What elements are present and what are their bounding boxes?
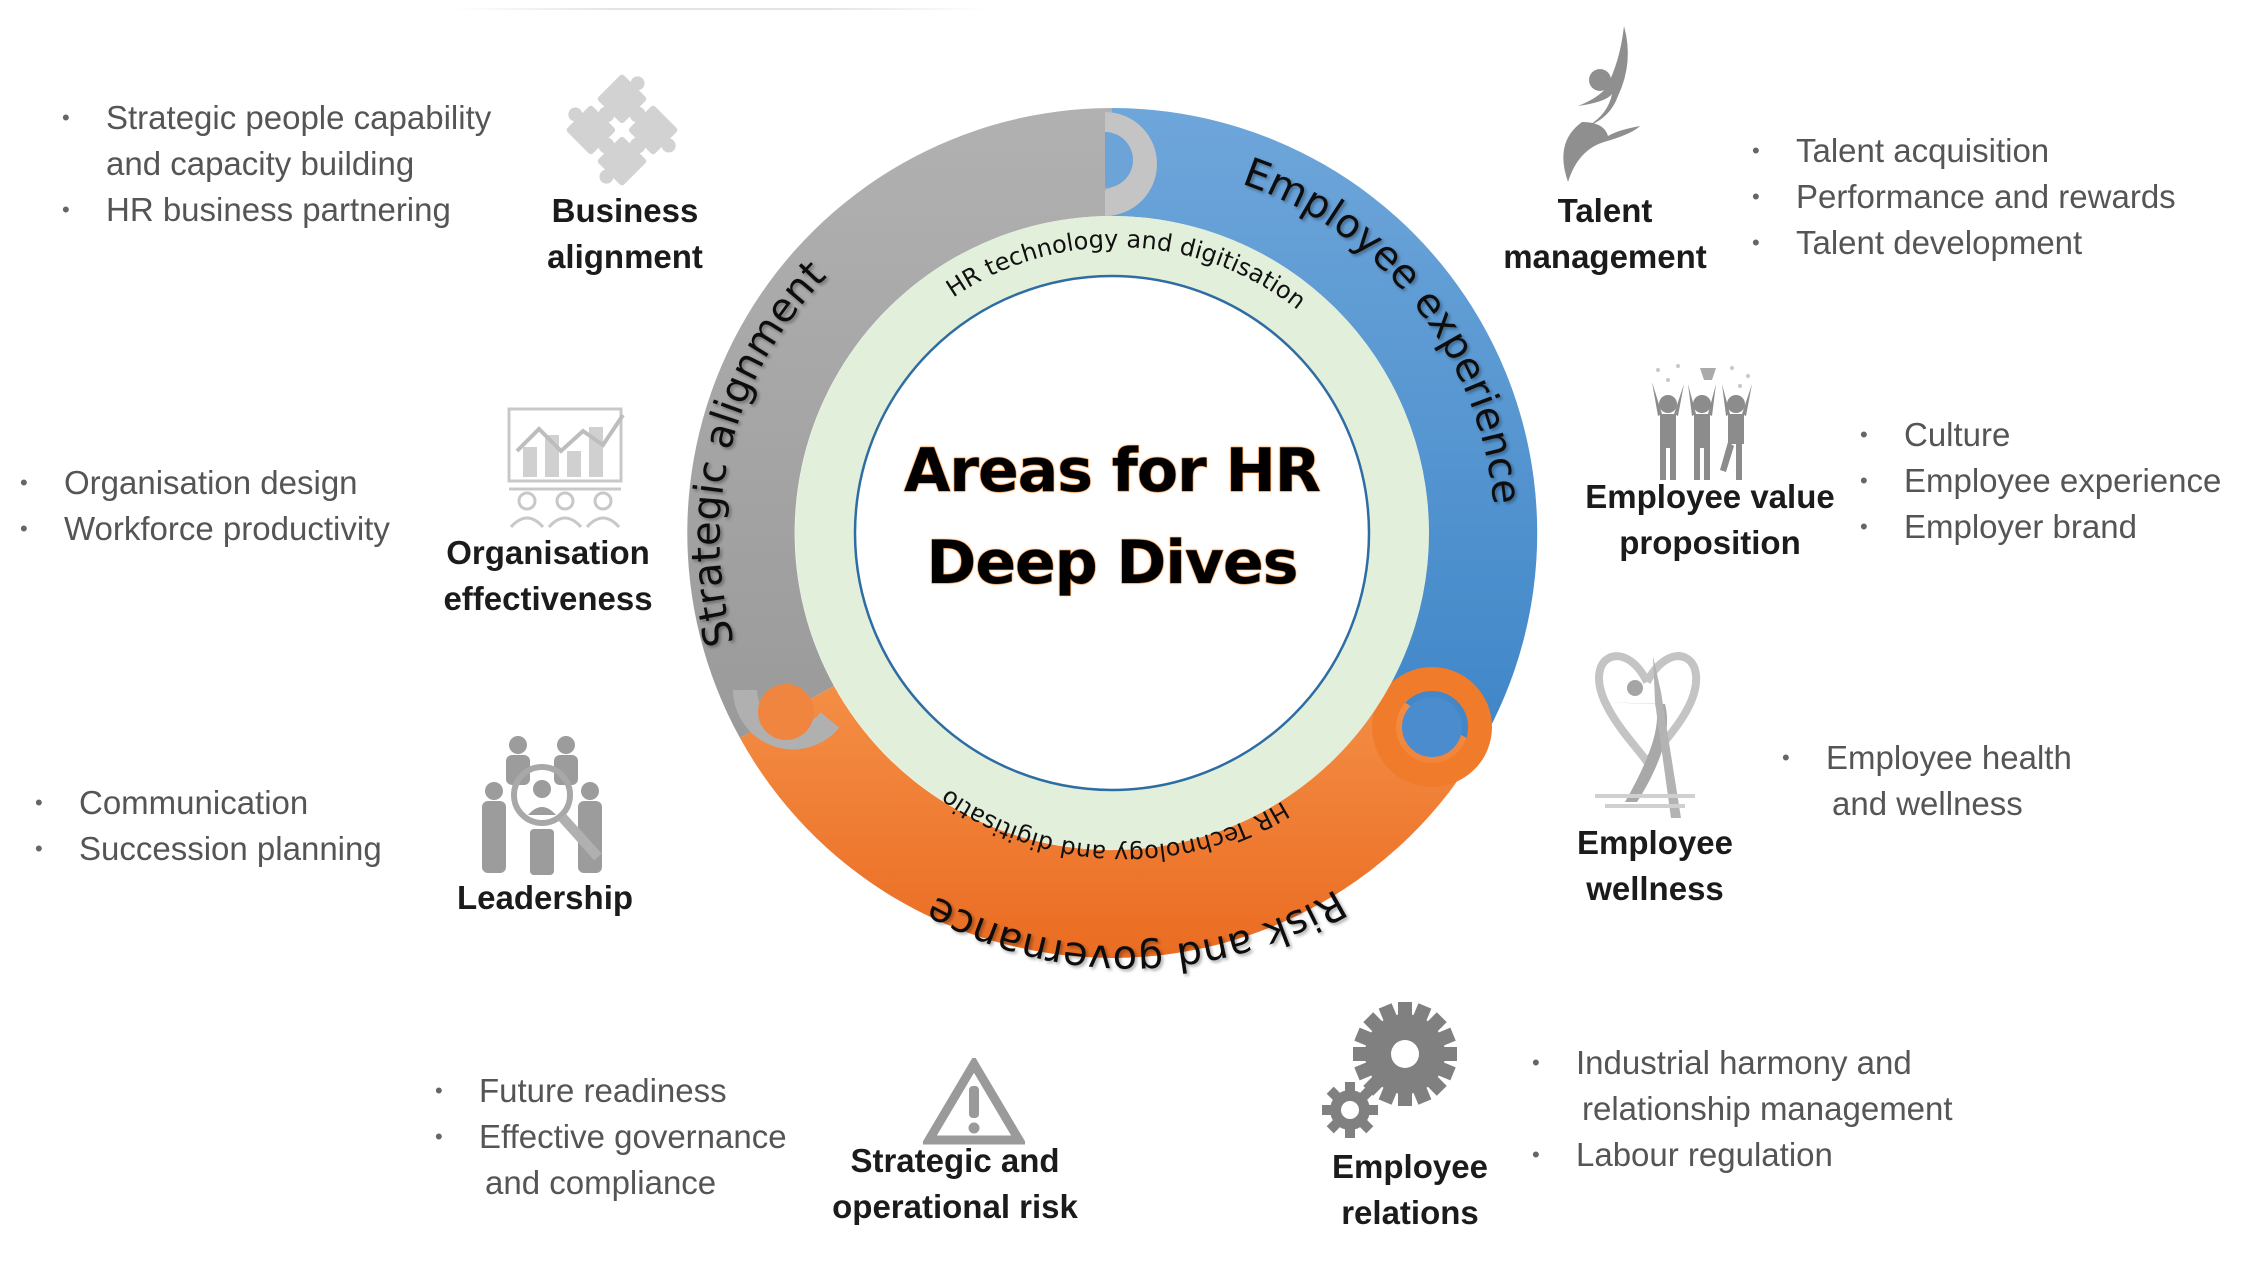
connector-top — [1105, 112, 1157, 216]
bullet-item: Workforce productivity — [20, 506, 390, 552]
celebrating-people-icon — [1652, 364, 1752, 480]
bullet-item: Succession planning — [35, 826, 382, 872]
bullet-item: Performance and rewards — [1752, 174, 2176, 220]
area-label-employee-wellness: Employee wellness — [1577, 824, 1733, 907]
hand-figure-icon — [1563, 26, 1640, 182]
area-label-business-alignment: Business alignment — [547, 192, 703, 275]
bullet-item: Communication — [35, 780, 382, 826]
bullet-item: Talent acquisition — [1752, 128, 2176, 174]
bullets-strategic-operational-risk: Future readiness Effective governanceand… — [435, 1068, 787, 1206]
bullet-item: Culture — [1860, 412, 2221, 458]
magnifier-people-icon — [482, 736, 602, 875]
area-label-employee-relations: Employee relations — [1332, 1148, 1488, 1231]
segment-employee-experience — [1112, 107, 1538, 746]
bullet-item: Future readiness — [435, 1068, 787, 1114]
bullets-leadership: Communication Succession planning — [35, 780, 382, 872]
bullet-item: Employer brand — [1860, 504, 2221, 550]
bullet-item: Labour regulation — [1532, 1132, 1953, 1178]
diagram-title: Areas for HR Deep Dives — [903, 436, 1321, 599]
area-label-strategic-operational-risk: Strategic and operational risk — [832, 1142, 1078, 1225]
bullets-organisation-effectiveness: Organisation design Workforce productivi… — [20, 460, 390, 552]
top-divider — [450, 8, 990, 10]
bullets-employee-value-proposition: Culture Employee experience Employer bra… — [1860, 412, 2221, 550]
chart-people-icon — [507, 407, 625, 529]
gears-icon — [1322, 1002, 1457, 1138]
segment-risk-governance — [740, 686, 1480, 958]
segment-strategic-alignment — [687, 108, 1112, 738]
area-label-employee-value-proposition: Employee value proposition — [1585, 478, 1835, 561]
bullet-item: HR business partnering — [62, 187, 491, 233]
puzzle-icon — [566, 74, 678, 186]
area-label-leadership: Leadership — [456, 879, 634, 916]
connector-right — [1372, 667, 1492, 787]
area-label-talent-management: Talent management — [1503, 192, 1707, 275]
wellness-figure-icon — [1595, 652, 1701, 818]
bullets-talent-management: Talent acquisition Performance and rewar… — [1752, 128, 2176, 266]
bullet-item: Employee experience — [1860, 458, 2221, 504]
bullet-item: Talent development — [1752, 220, 2176, 266]
area-label-organisation-effectiveness: Organisation effectiveness — [443, 534, 653, 617]
warning-icon — [923, 1058, 1025, 1145]
bullet-item: Organisation design — [20, 460, 390, 506]
connector-left — [733, 684, 840, 750]
